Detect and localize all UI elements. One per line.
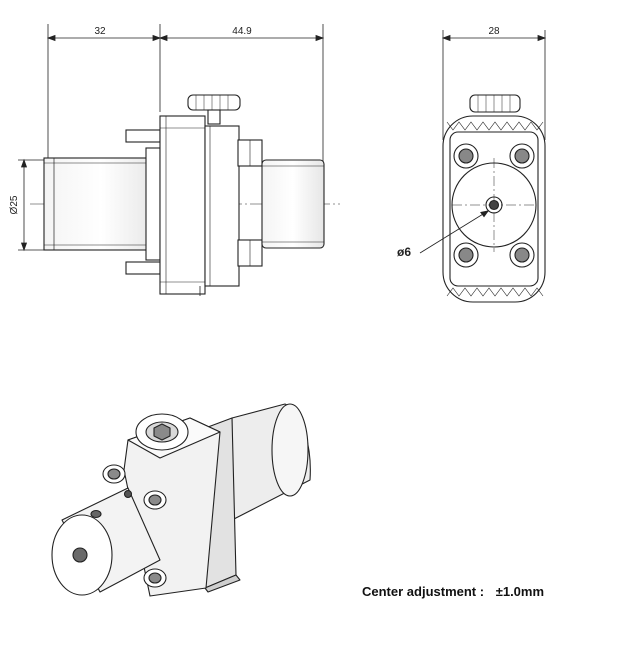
dim-44-9: 44.9 xyxy=(232,26,252,37)
front-view xyxy=(419,30,547,303)
center-adjustment-caption: Center adjustment : ±1.0mm xyxy=(362,584,544,599)
caption-label: Center adjustment : xyxy=(362,584,485,599)
dim-diameter-25: Ø25 xyxy=(9,195,20,214)
side-dimension-lines xyxy=(18,24,325,252)
side-view xyxy=(18,24,340,296)
front-knob xyxy=(469,94,521,113)
adjust-plate xyxy=(204,125,240,287)
dim-32: 32 xyxy=(94,26,106,37)
caption-value: ±1.0mm xyxy=(495,584,545,599)
front-screws xyxy=(453,143,535,268)
front-center-hole xyxy=(488,199,500,211)
isometric-view xyxy=(51,403,311,597)
iso-screws xyxy=(90,464,167,588)
front-center-hole-outer xyxy=(485,196,503,214)
right-cylinder xyxy=(261,159,325,249)
left-cylinder xyxy=(43,157,159,251)
flange-block xyxy=(159,115,206,295)
iso-front-hole xyxy=(72,547,88,563)
dim-28: 28 xyxy=(488,26,500,37)
dim-hole-6: ø6 xyxy=(397,245,411,259)
